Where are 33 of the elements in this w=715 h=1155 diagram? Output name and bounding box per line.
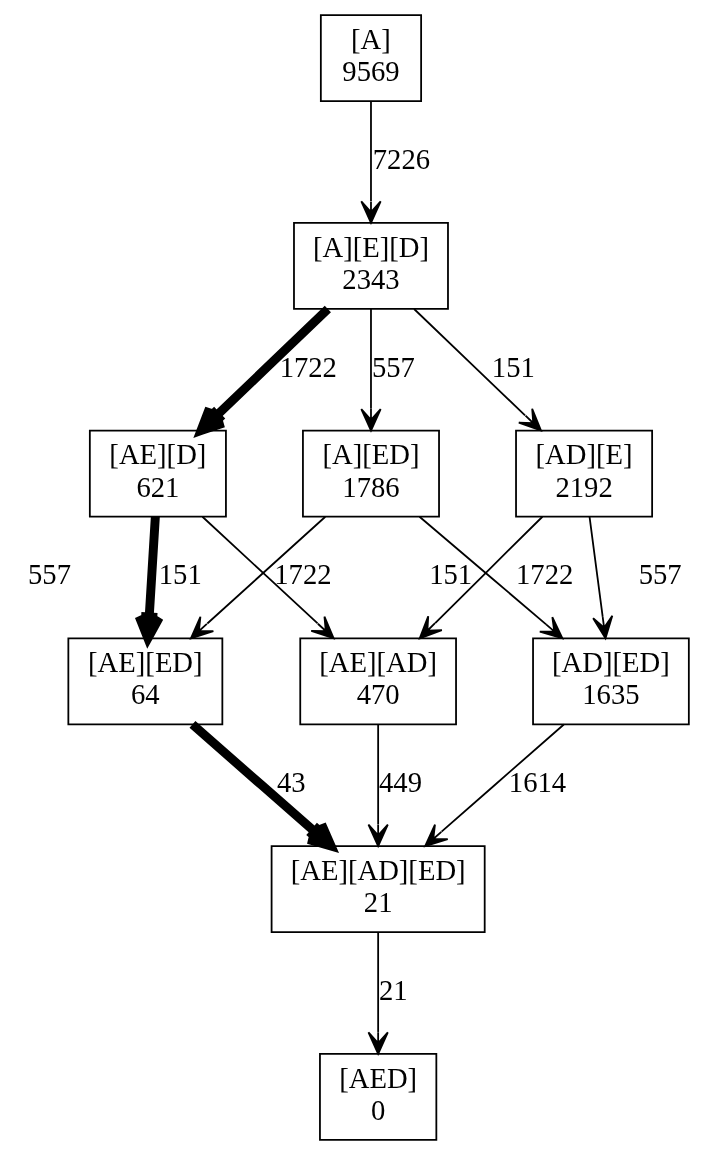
edge-label: 557 [27, 558, 71, 591]
arrow [588, 515, 613, 640]
edge-label: 151 [428, 558, 472, 591]
node-box: [A][ED] 1786 [301, 429, 440, 518]
arrow [195, 305, 331, 436]
node-box: [AD][E] 2192 [514, 429, 653, 518]
arrow [367, 723, 389, 847]
node-box: [AD][ED] 1635 [531, 637, 690, 726]
node-box: [A] 9569 [319, 14, 422, 103]
edge-label: 1722 [515, 558, 573, 591]
edge-label: 43 [276, 766, 306, 799]
edge-label: 1614 [508, 766, 566, 799]
edge-label: 557 [371, 350, 415, 383]
arrow [412, 308, 542, 432]
edge-label: 21 [378, 973, 408, 1006]
node-box: [AE][AD] 470 [298, 637, 457, 726]
arrow [189, 721, 336, 851]
arrow [367, 931, 389, 1055]
arrow [359, 100, 382, 224]
node-box: [AE][D] 621 [88, 429, 227, 518]
node-box: [AE][AD][ED] 21 [270, 845, 486, 933]
arrow [423, 723, 565, 847]
node-box: [AED] 0 [318, 1052, 437, 1141]
node-box: [A][E][D] 2343 [292, 222, 449, 310]
arrow [359, 308, 382, 432]
edge-label: 557 [638, 558, 682, 591]
edge-label: 449 [378, 766, 422, 799]
node-box: [AE][ED] 64 [66, 637, 223, 726]
edge-label: 7226 [372, 142, 430, 175]
edge-label: 1722 [273, 558, 332, 591]
edge-label: 1722 [279, 350, 337, 383]
edge-label: 151 [158, 558, 202, 591]
edge-label: 151 [491, 350, 535, 383]
